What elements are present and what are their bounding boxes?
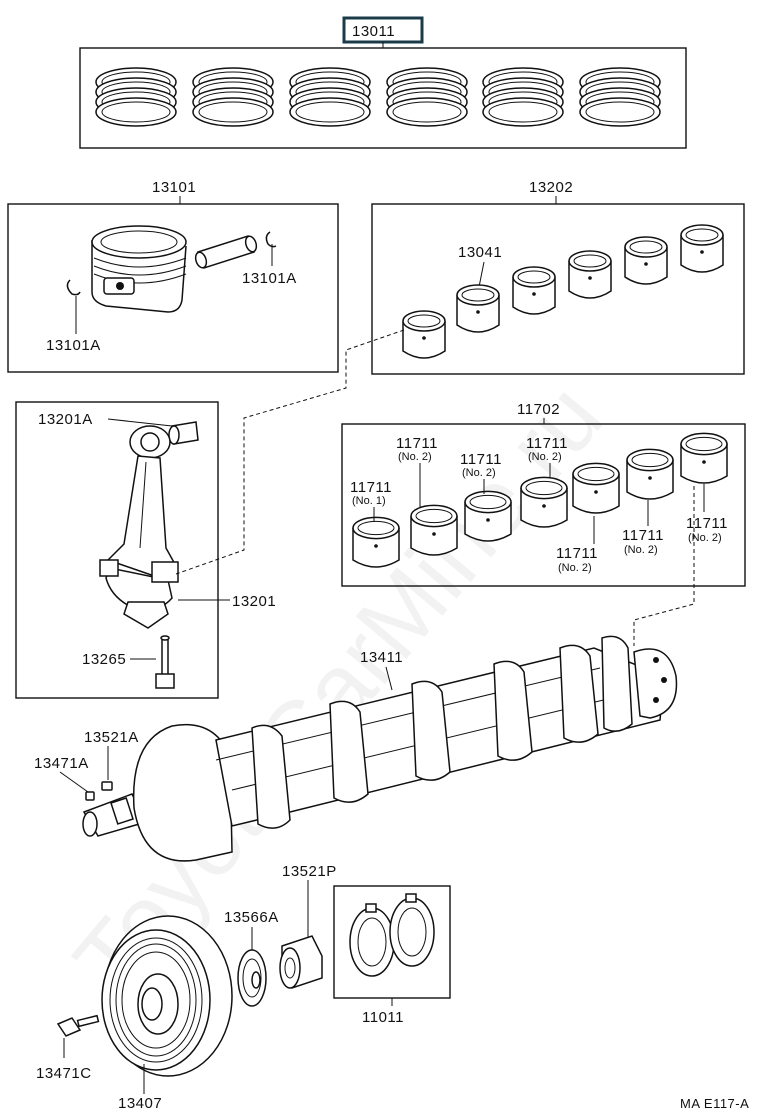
crank-pulley-icon[interactable] [101,915,233,1077]
connecting-rod-label[interactable]: 13201 [232,593,276,610]
main-bearing-1-label[interactable]: 11711 [350,479,392,496]
conrod-bearings [402,224,724,359]
crank-key-a-label[interactable]: 13521A [84,729,139,746]
main-bearing-shell-4[interactable] [520,476,568,528]
piston-label[interactable]: 13101 [152,179,196,196]
conrod-bolt-label[interactable]: 13265 [82,651,126,668]
connecting-rod-group: 13201A 13201 13265 [15,401,276,699]
piston-frame [7,203,339,373]
conrod-bolt-icon[interactable] [155,635,175,689]
snap-ring-left-icon[interactable] [66,279,81,296]
crank-key-p-label[interactable]: 13521P [282,863,337,880]
conrod-bearing-shell-4[interactable] [568,250,612,299]
assembly-line-main-bearing [633,486,695,646]
piston-pin-icon[interactable] [194,235,258,269]
main-bearing-2-label[interactable]: 11711 [396,435,438,452]
main-bearing-5-label[interactable]: 11711 [556,545,598,562]
timing-gear-plate-icon[interactable] [237,949,267,1007]
main-bearing-7-no: (No. 2) [688,532,722,544]
footer-code: MA E117-A [680,1096,749,1111]
conrod-bearing-shell-6[interactable] [680,224,724,273]
pulley-bolt-label[interactable]: 13471C [36,1065,92,1082]
conrod-bearing-shell-5[interactable] [624,236,668,285]
piston-ring-stack-2[interactable] [192,67,274,127]
main-bearing-set-frame [341,423,746,587]
main-bearing-shell-7[interactable] [680,432,728,484]
piston-rings [95,67,661,127]
timing-gear-plate-label[interactable]: 13566A [224,909,279,926]
main-bearing-shell-3[interactable] [464,490,512,542]
main-bearing-shell-6[interactable] [626,448,674,500]
piston-ring-stack-5[interactable] [482,67,564,127]
main-bearing-group: 11702 11711 (No. 1) 11711 (No. 2) 11711 … [341,401,746,587]
snap-ring-right-label[interactable]: 13101A [242,270,297,287]
snap-ring-left-label[interactable]: 13101A [46,337,101,354]
piston-ring-stack-1[interactable] [95,67,177,127]
connecting-rod-icon[interactable] [99,425,179,629]
piston-ring-stack-4[interactable] [386,67,468,127]
piston-ring-set-frame [79,47,687,149]
pulley-bolt-icon[interactable] [56,1014,100,1037]
crank-key-p-icon[interactable] [279,935,323,989]
piston-ring-stack-6[interactable] [579,67,661,127]
main-bearing-6-no: (No. 2) [624,544,658,556]
main-bearing-6-label[interactable]: 11711 [622,527,664,544]
conrod-bushing-icon[interactable] [168,421,199,445]
conrod-bearing-set-frame [371,203,745,375]
connecting-rod-frame [15,401,219,699]
conrod-bearing-set-label[interactable]: 13202 [529,179,573,196]
conrod-bearing-group: 13202 13041 [371,179,745,375]
main-bearing-4-label[interactable]: 11711 [526,435,568,452]
main-bearing-shell-5[interactable] [572,462,620,514]
thrust-washer-label[interactable]: 11011 [362,1009,404,1026]
main-bearing-3-no: (No. 2) [462,467,496,479]
crankshaft-group: 13411 13521A 13471A [34,635,678,862]
main-bearing-5-no: (No. 2) [558,562,592,574]
conrod-bearing-label[interactable]: 13041 [458,244,502,261]
main-bearing-4-no: (No. 2) [528,451,562,463]
main-bearing-3-label[interactable]: 11711 [460,451,502,468]
conrod-bearing-shell-1[interactable] [402,310,446,359]
piston-group: 13101 13101A 13101A [7,179,339,373]
crank-pin-a-icon[interactable] [85,791,95,801]
main-bearing-7-label[interactable]: 11711 [686,515,728,532]
piston-ring-stack-3[interactable] [289,67,371,127]
thrust-washer-icon[interactable] [349,893,435,977]
piston-icon[interactable] [91,225,187,313]
conrod-bearing-shell-2[interactable] [456,284,500,333]
piston-ring-set-label-box[interactable] [342,16,424,44]
main-bearings [352,432,728,568]
conrod-bearing-shell-3[interactable] [512,266,556,315]
main-bearing-shell-2[interactable] [410,504,458,556]
main-bearing-shell-1[interactable] [352,516,400,568]
conrod-bushing-label[interactable]: 13201A [38,411,93,428]
crank-pulley-label[interactable]: 13407 [118,1095,162,1112]
crank-pin-a-label[interactable]: 13471A [34,755,89,772]
main-bearing-set-label[interactable]: 11702 [517,401,560,418]
pulley-group: 13521P 13566A 11011 [36,863,451,1112]
crank-key-a-icon[interactable] [101,781,113,791]
assembly-line-conrod-bearing [175,329,405,575]
piston-ring-set-group: 13011 [79,16,687,149]
main-bearing-2-no: (No. 2) [398,451,432,463]
crankshaft-icon[interactable] [82,635,678,862]
crankshaft-label[interactable]: 13411 [360,649,403,666]
snap-ring-right-icon[interactable] [265,231,277,248]
main-bearing-1-no: (No. 1) [352,495,386,507]
piston-ring-set-label[interactable]: 13011 [352,23,395,40]
